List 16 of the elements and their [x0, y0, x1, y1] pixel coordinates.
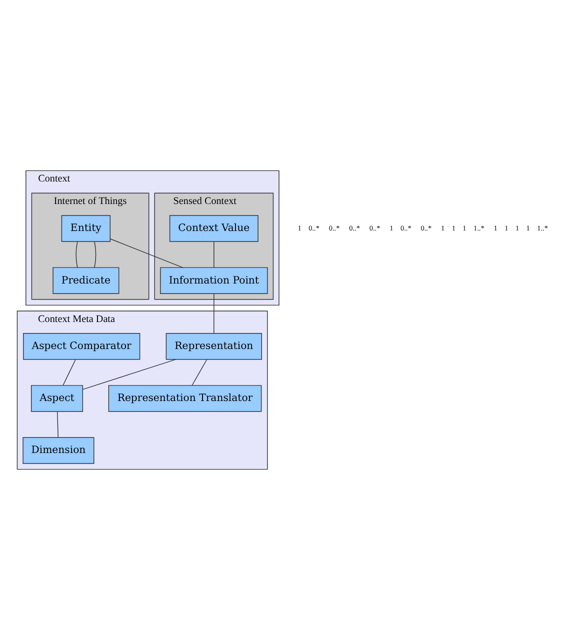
node-box: Representation	[166, 332, 262, 360]
connector	[76, 240, 78, 268]
node-box: Predicate	[52, 266, 120, 294]
connector	[110, 238, 184, 268]
connector	[94, 240, 96, 268]
connector	[57, 410, 58, 438]
node-box: Information Point	[160, 266, 268, 294]
node-box: Dimension	[22, 436, 94, 464]
node-box: Entity	[61, 214, 111, 242]
node-box: Context Value	[169, 214, 258, 242]
connector	[62, 358, 76, 386]
connector	[192, 358, 208, 386]
node-box: Aspect Comparator	[23, 332, 140, 360]
connector	[82, 358, 176, 390]
node-box: Aspect	[30, 384, 84, 412]
node-box: Representation Translator	[108, 384, 262, 412]
